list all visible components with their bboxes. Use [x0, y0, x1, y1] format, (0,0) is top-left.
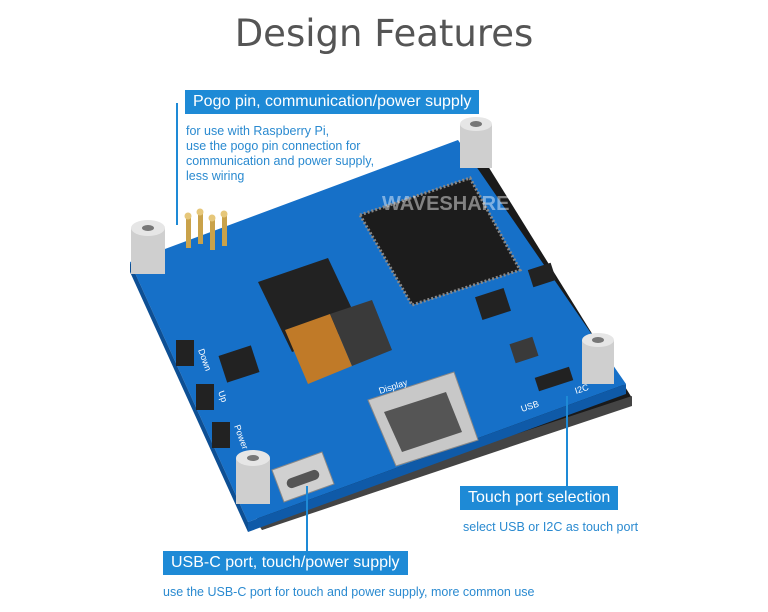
pogo-label: Pogo pin, communication/power supply	[185, 90, 480, 114]
pogo-description-line: less wiring	[186, 169, 245, 183]
standoffs	[131, 117, 614, 504]
page-title: Design Features	[234, 12, 534, 55]
flex-cable	[285, 314, 352, 384]
touch-switch	[534, 366, 574, 392]
main-chip	[360, 178, 520, 305]
pogo-description-line: communication and power supply,	[186, 154, 375, 168]
pogo-description-line: use the pogo pin connection for	[186, 139, 361, 153]
pogo-description-line: for use with Raspberry Pi,	[186, 124, 330, 138]
pogo-description: for use with Raspberry Pi, use the pogo …	[186, 124, 374, 184]
pogo-pins	[184, 208, 228, 250]
silk-up: Up	[216, 389, 229, 403]
touch-leader-line	[566, 396, 568, 488]
pogo-leader-line	[176, 103, 178, 225]
usbc-label: USB-C port, touch/power supply	[163, 551, 408, 575]
watermark: WAVESHARE	[382, 193, 509, 215]
silk-i2c: I2C	[574, 382, 591, 396]
usbc-leader-line	[306, 486, 308, 552]
touch-label: Touch port selection	[460, 486, 619, 510]
touch-description: select USB or I2C as touch port	[463, 520, 639, 534]
usbc-description: use the USB-C port for touch and power s…	[163, 585, 535, 599]
